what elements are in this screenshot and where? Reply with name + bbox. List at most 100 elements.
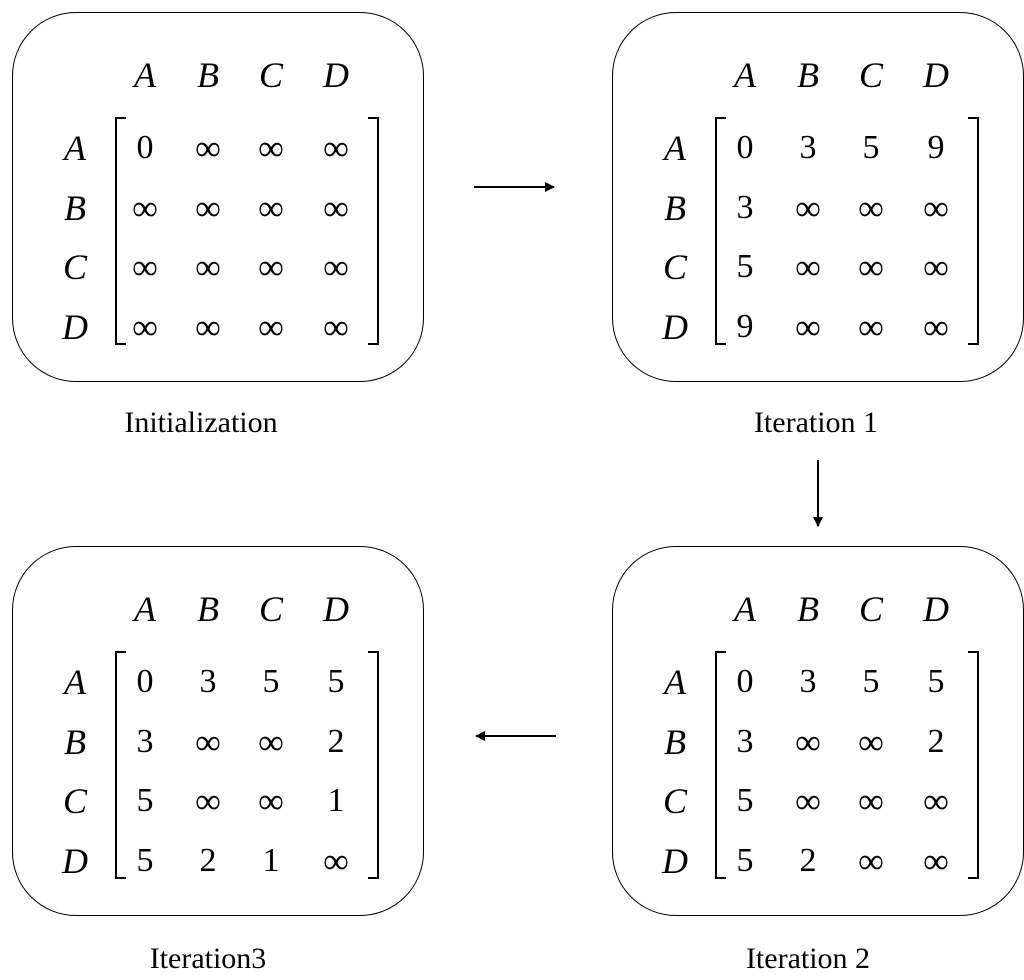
matrix-cell-cb: ∞ [795,247,821,287]
matrix-cell-ad: 9 [927,129,945,166]
matrix-cell-dd: ∞ [923,307,949,347]
matrix-cell-bd: 2 [927,723,945,760]
column-header-c: C [858,55,884,95]
matrix-cell-ac: 5 [862,129,880,166]
matrix-cell-db: ∞ [195,307,221,347]
matrix-cell-db: 2 [199,842,217,879]
matrix-cell-ba: ∞ [132,188,158,228]
matrix-cell-ab: ∞ [195,128,221,168]
row-header-b: B [64,188,86,228]
row-header-b: B [664,188,686,228]
matrix-cell-ba: 3 [736,723,754,760]
matrix-cell-cd: ∞ [323,247,349,287]
row-header-a: A [664,662,686,702]
matrix-cell-cc: ∞ [258,781,284,821]
matrix-cell-da: 5 [736,842,754,879]
matrix-cell-bd: ∞ [323,188,349,228]
matrix-cell-ad: 5 [327,663,345,700]
column-header-b: B [797,589,819,629]
row-header-c: C [662,781,688,821]
matrix-left-bracket [115,651,126,879]
matrix-cell-dc: ∞ [258,307,284,347]
matrix-right-bracket [368,117,379,345]
row-header-b: B [64,722,86,762]
matrix-cell-ab: 3 [799,129,817,166]
row-header-c: C [62,781,88,821]
matrix-left-bracket [715,117,726,345]
matrix-right-bracket [368,651,379,879]
matrix-cell-ac: ∞ [258,128,284,168]
row-header-d: D [662,841,688,881]
row-header-c: C [62,247,88,287]
matrix-cell-ac: 5 [862,663,880,700]
matrix-cell-bd: ∞ [923,188,949,228]
matrix-cell-bb: ∞ [195,722,221,762]
matrix-cell-ca: ∞ [132,247,158,287]
matrix-cell-cd: ∞ [923,247,949,287]
matrix-cell-ba: 3 [136,723,154,760]
matrix-cell-cd: ∞ [923,781,949,821]
matrix-left-bracket [715,651,726,879]
caption-iteration-3: Iteration3 [149,942,267,975]
matrix-cell-bc: ∞ [858,188,884,228]
matrix-right-bracket [968,651,979,879]
matrix-cell-ca: 5 [736,782,754,819]
row-header-c: C [662,247,688,287]
row-header-d: D [62,307,88,347]
matrix-cell-dd: ∞ [323,841,349,881]
matrix-cell-aa: 0 [136,129,154,166]
matrix-cell-da: 5 [136,842,154,879]
matrix-cell-ab: 3 [799,663,817,700]
column-header-d: D [323,55,349,95]
matrix-cell-da: ∞ [132,307,158,347]
matrix-cell-dd: ∞ [923,841,949,881]
matrix-cell-ab: 3 [199,663,217,700]
column-header-b: B [197,589,219,629]
matrix-cell-ca: 5 [736,248,754,285]
matrix-cell-dd: ∞ [323,307,349,347]
column-header-d: D [923,55,949,95]
matrix-cell-cc: ∞ [858,247,884,287]
matrix-cell-cb: ∞ [795,781,821,821]
column-header-d: D [323,589,349,629]
matrix-cell-cc: ∞ [858,781,884,821]
matrix-cell-bd: 2 [327,723,345,760]
row-header-a: A [64,662,86,702]
matrix-cell-cb: ∞ [195,781,221,821]
column-header-a: A [734,589,756,629]
matrix-cell-ad: ∞ [323,128,349,168]
matrix-left-bracket [115,117,126,345]
matrix-cell-dc: ∞ [858,841,884,881]
matrix-cell-aa: 0 [736,663,754,700]
matrix-right-bracket [968,117,979,345]
matrix-cell-ca: 5 [136,782,154,819]
matrix-cell-bb: ∞ [795,188,821,228]
matrix-cell-cc: ∞ [258,247,284,287]
row-header-a: A [64,128,86,168]
row-header-b: B [664,722,686,762]
column-header-a: A [134,589,156,629]
column-header-a: A [734,55,756,95]
column-header-b: B [797,55,819,95]
column-header-a: A [134,55,156,95]
column-header-c: C [858,589,884,629]
caption-initialization: Initialization [124,406,278,439]
matrix-cell-aa: 0 [736,129,754,166]
matrix-cell-cb: ∞ [195,247,221,287]
matrix-cell-bc: ∞ [258,188,284,228]
matrix-cell-ba: 3 [736,189,754,226]
column-header-b: B [197,55,219,95]
matrix-cell-dc: 1 [262,842,280,879]
matrix-cell-bc: ∞ [858,722,884,762]
matrix-cell-bb: ∞ [795,722,821,762]
matrix-cell-ac: 5 [262,663,280,700]
column-header-c: C [258,55,284,95]
